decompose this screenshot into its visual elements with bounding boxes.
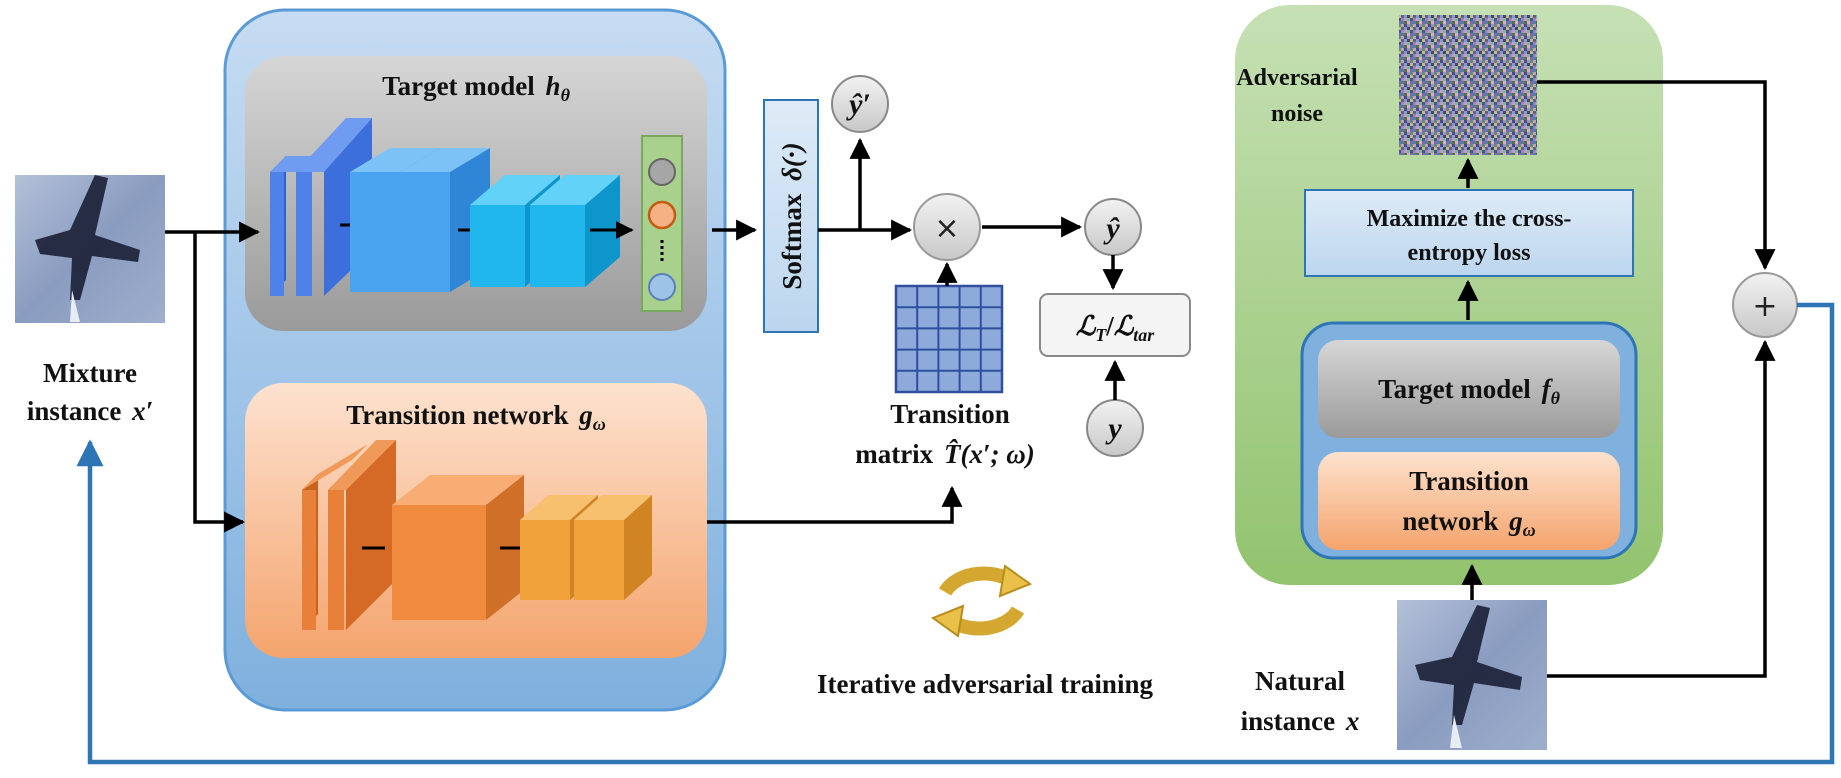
plus-symbol: + bbox=[1752, 289, 1777, 324]
mixture-instance-label-2: instance x′ bbox=[27, 396, 153, 426]
adversarial-noise-label-2: noise bbox=[1271, 101, 1323, 127]
recycle-arrows-icon bbox=[930, 564, 1033, 638]
feedback-arrow bbox=[76, 302, 1835, 765]
y-hat-label: ŷ bbox=[1103, 212, 1120, 245]
softmax-box bbox=[763, 99, 819, 333]
target-model-label: Target model hθ bbox=[382, 71, 571, 105]
mixture-instance-image bbox=[15, 175, 165, 323]
y-prime-node bbox=[831, 75, 889, 133]
natural-instance-label-2: instance x bbox=[1241, 706, 1360, 736]
transition-network-right-label: Transition bbox=[1409, 466, 1529, 496]
maximize-loss-box bbox=[1304, 189, 1634, 277]
arrow-noise-to-plus bbox=[1537, 80, 1776, 271]
transition-matrix-grid bbox=[894, 284, 1004, 394]
transition-network-right-box bbox=[1318, 452, 1620, 550]
adversarial-noise-label: Adversarial bbox=[1236, 65, 1358, 91]
arrow-to-transition-net bbox=[193, 232, 246, 533]
cnn-layers-orange bbox=[302, 440, 652, 630]
maximize-loss-label-2: entropy loss bbox=[1408, 240, 1531, 266]
y-label: y bbox=[1105, 412, 1122, 445]
natural-instance-image bbox=[1397, 600, 1547, 750]
output-neurons bbox=[641, 135, 683, 312]
iterative-training-label: Iterative adversarial training bbox=[817, 669, 1153, 699]
natural-instance-label: Natural bbox=[1255, 666, 1345, 696]
target-model-right-label: Target model fθ bbox=[1378, 374, 1560, 408]
loss-label: ℒT/ℒtar bbox=[1076, 311, 1155, 345]
multiply-symbol: × bbox=[934, 211, 959, 246]
arrow-transition-to-matrix bbox=[707, 485, 963, 524]
transition-matrix-label-2: matrix T̂(x′; ω) bbox=[855, 438, 1035, 469]
transition-matrix-label: Transition bbox=[890, 399, 1010, 429]
transition-network-right-label-2: network gω bbox=[1402, 506, 1535, 540]
loss-box bbox=[1039, 293, 1191, 357]
mixture-instance-label: Mixture bbox=[43, 358, 137, 388]
adversarial-noise-image bbox=[1399, 15, 1537, 155]
transition-network-label: Transition network gω bbox=[346, 400, 606, 434]
target-model-right-box bbox=[1318, 340, 1620, 438]
y-prime-label: ŷ′ bbox=[846, 88, 871, 121]
maximize-loss-label: Maximize the cross- bbox=[1367, 206, 1572, 232]
softmax-label: Softmax δ(·) bbox=[777, 142, 807, 289]
multiply-node bbox=[913, 193, 981, 261]
cnn-layers-blue bbox=[270, 118, 620, 296]
arrow-natural-to-plus bbox=[1547, 339, 1776, 678]
